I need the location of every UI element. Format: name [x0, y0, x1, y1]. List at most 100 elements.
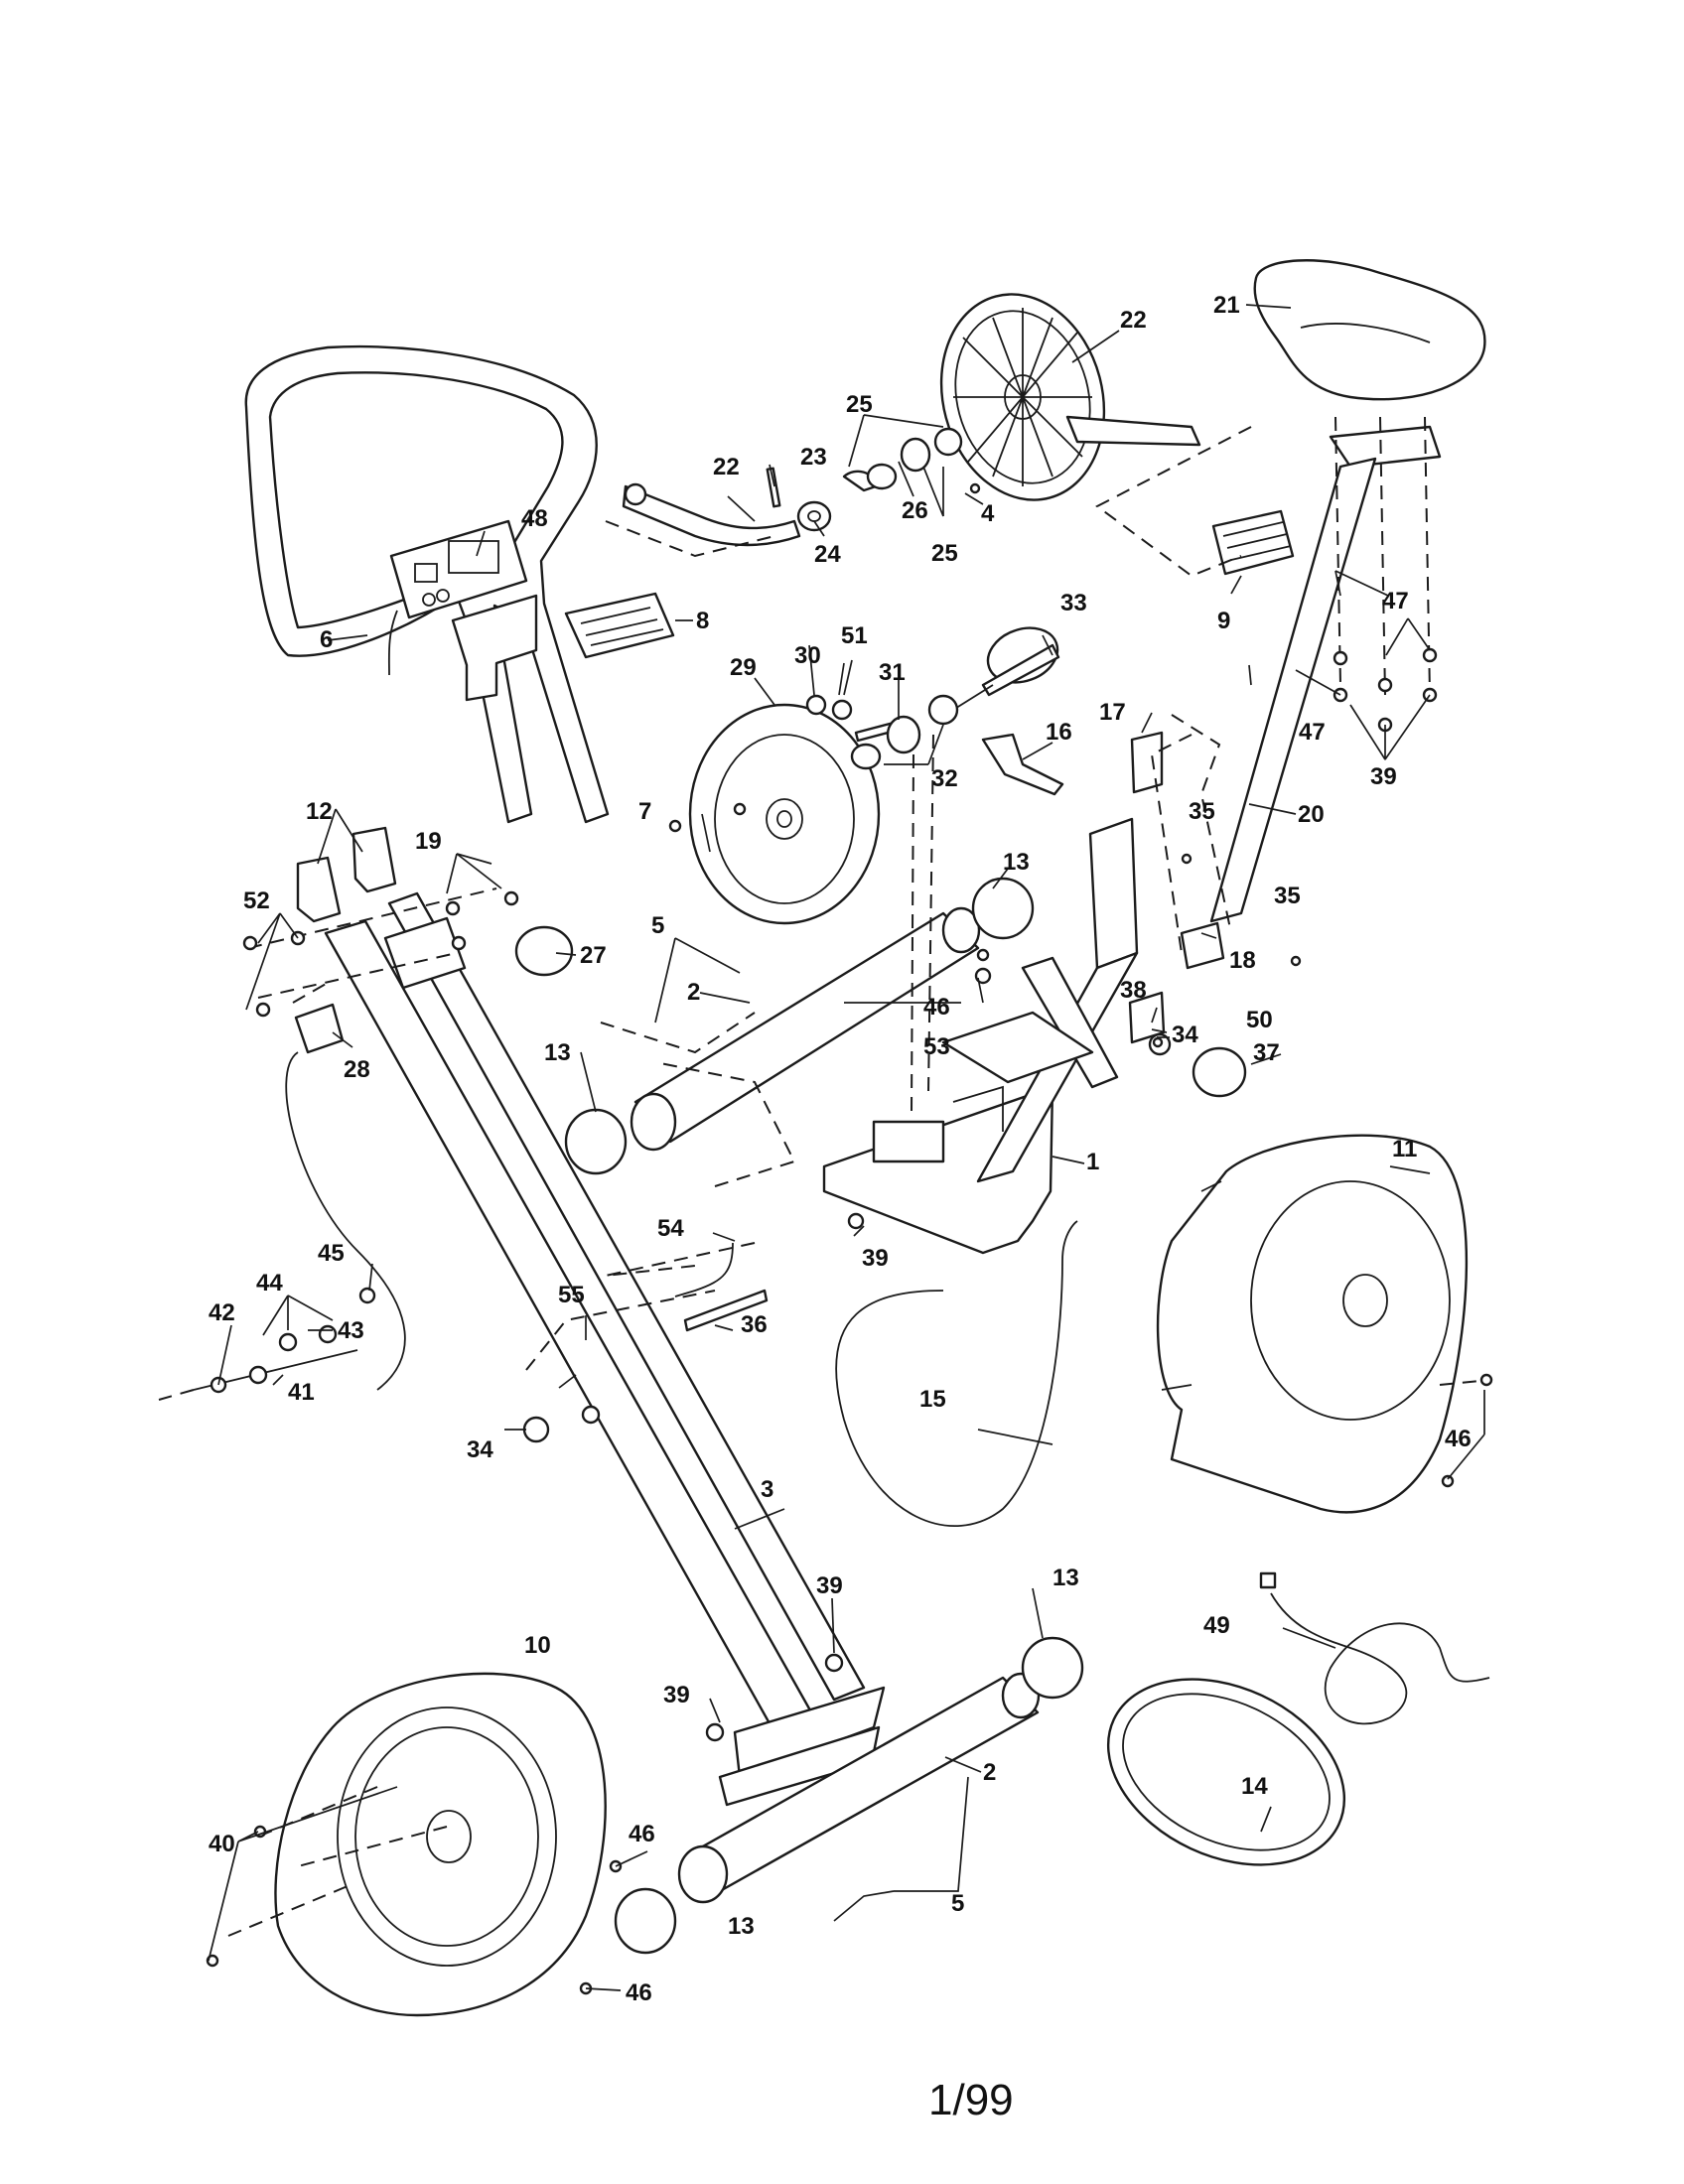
part-pin-and-axle: [674, 1242, 769, 1332]
callout-39-frame: 39: [862, 1245, 889, 1272]
callout-46-frame: 46: [923, 994, 950, 1021]
callout-27: 27: [580, 942, 607, 969]
part-tension-hardware: [193, 1287, 376, 1394]
part-right-pedal: [1211, 509, 1295, 576]
callout-25-top: 25: [846, 391, 873, 418]
callout-42: 42: [209, 1299, 235, 1326]
callout-40: 40: [209, 1831, 235, 1857]
callout-43: 43: [338, 1317, 364, 1344]
callout-33: 33: [1060, 590, 1087, 616]
callout-4: 4: [981, 500, 995, 527]
callout-13-rear-right: 13: [1052, 1565, 1079, 1591]
callout-24: 24: [814, 541, 841, 568]
callout-22-flywheel: 22: [1120, 307, 1147, 334]
callout-9: 9: [1217, 608, 1230, 634]
part-left-crank: [622, 482, 801, 547]
callout-49: 49: [1203, 1612, 1230, 1639]
callout-25-bottom: 25: [931, 540, 958, 567]
callout-1: 1: [1086, 1149, 1099, 1175]
callout-47-lower: 47: [1299, 719, 1326, 746]
callout-52: 52: [243, 887, 270, 914]
callout-45: 45: [318, 1240, 345, 1267]
callout-8: 8: [696, 608, 709, 634]
part-seat-bracket: [1180, 921, 1225, 970]
page-footer: 1/99: [928, 2076, 1014, 2124]
callout-41: 41: [288, 1379, 315, 1406]
callout-44: 44: [256, 1270, 283, 1297]
part-front-stabilizer: [564, 877, 1035, 1175]
callout-35-upper: 35: [1189, 798, 1215, 825]
callout-16: 16: [1046, 719, 1072, 746]
callout-13-front-right: 13: [1003, 849, 1030, 876]
callout-37: 37: [1253, 1039, 1280, 1066]
callout-26: 26: [902, 497, 928, 524]
callout-14: 14: [1241, 1773, 1268, 1800]
callout-29: 29: [730, 654, 757, 681]
callout-39-lower: 39: [663, 1682, 690, 1708]
part-main-frame: [822, 817, 1139, 1255]
callout-17: 17: [1099, 699, 1126, 726]
callout-30: 30: [794, 642, 821, 669]
leader-lines: [208, 304, 1485, 1991]
callout-48: 48: [521, 505, 548, 532]
callout-12: 12: [306, 798, 333, 825]
callout-46-left-shroud-bottom: 46: [626, 1979, 652, 2006]
callout-54: 54: [657, 1215, 684, 1242]
callout-22-crank: 22: [713, 454, 740, 480]
callout-3: 3: [761, 1476, 773, 1503]
callout-53: 53: [923, 1033, 950, 1060]
callout-39-seat: 39: [1370, 763, 1397, 790]
callout-31: 31: [879, 659, 906, 686]
callout-21: 21: [1213, 292, 1240, 319]
callout-7: 7: [638, 798, 651, 825]
callout-5-rear: 5: [951, 1890, 964, 1917]
callout-28: 28: [344, 1056, 370, 1083]
part-crank-hardware: [766, 427, 981, 532]
callout-46-right-shroud: 46: [1445, 1426, 1472, 1452]
callout-38: 38: [1120, 977, 1147, 1004]
part-knob-and-sensor: [285, 925, 574, 1391]
part-flywheel: [939, 293, 1201, 501]
callout-5-front: 5: [651, 912, 664, 939]
callout-50: 50: [1246, 1007, 1273, 1033]
part-right-shroud: [1156, 1134, 1469, 1514]
part-roller-and-bracket: [522, 991, 1247, 1443]
callout-39-upper: 39: [816, 1572, 843, 1599]
part-console: [387, 519, 538, 702]
part-tension-knob: [952, 626, 1060, 711]
part-pulley: [688, 703, 881, 925]
part-belt: [835, 1220, 1078, 1527]
callout-23: 23: [800, 444, 827, 471]
callout-55: 55: [558, 1282, 585, 1308]
part-left-pedal: [564, 592, 675, 659]
part-seat: [1253, 259, 1486, 401]
callout-2-rear: 2: [983, 1759, 996, 1786]
callout-47-upper: 47: [1382, 588, 1409, 614]
part-seat-post: [1209, 425, 1442, 923]
callout-35-lower: 35: [1274, 883, 1301, 909]
part-drive-belt: [1106, 1678, 1346, 1866]
callout-18: 18: [1229, 947, 1256, 974]
part-pulley-hardware: [805, 694, 959, 770]
assembly-lines: [158, 416, 1490, 1937]
part-caps: [296, 826, 397, 923]
part-latch-and-sleeve: [981, 731, 1164, 796]
callout-34-right: 34: [1172, 1022, 1198, 1048]
part-upright-frame: [324, 891, 886, 1807]
callout-2-front: 2: [687, 979, 700, 1006]
callout-46-left-shroud-top: 46: [629, 1821, 655, 1847]
callout-51: 51: [841, 622, 868, 649]
callout-11: 11: [1392, 1136, 1417, 1162]
callout-36: 36: [741, 1311, 768, 1338]
callout-15: 15: [919, 1386, 946, 1413]
part-left-shroud: [274, 1672, 607, 2017]
part-rear-stabilizer: [614, 1636, 1084, 1955]
callout-20: 20: [1298, 801, 1325, 828]
callout-labels: 1 2 2 3 4 5 5 6 7 8 9 10 11 12 13 13 13 …: [209, 292, 1472, 2006]
callout-13-front-left: 13: [544, 1039, 571, 1066]
callout-13-rear-left: 13: [728, 1913, 755, 1940]
part-wire-harness: [1259, 1571, 1490, 1725]
callout-19: 19: [415, 828, 442, 855]
